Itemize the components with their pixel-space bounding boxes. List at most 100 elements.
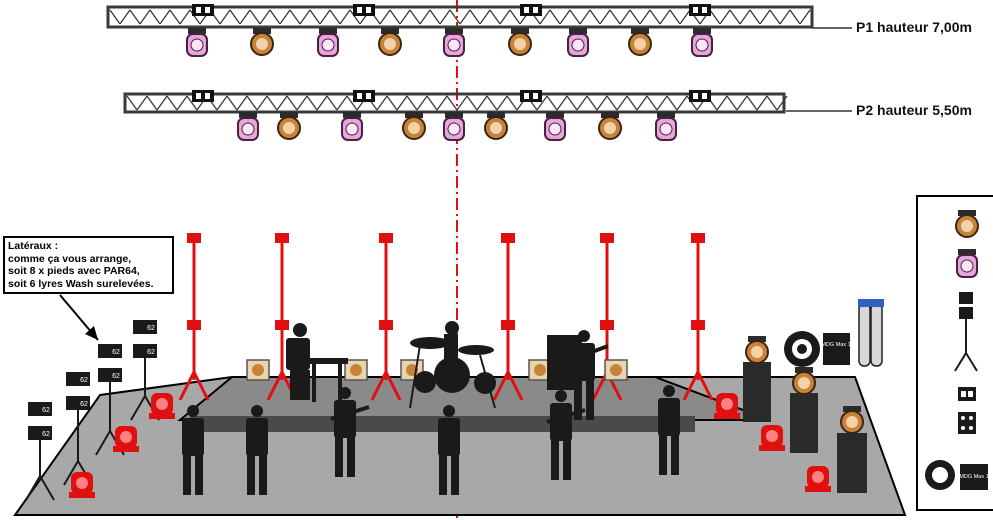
truss-p2-clamp (689, 90, 711, 102)
fan-unit (784, 331, 820, 367)
floor-moving-head (113, 426, 139, 452)
truss-cell (546, 95, 568, 111)
truss-cell (789, 9, 811, 25)
upstage-light-stand (492, 233, 524, 401)
truss-cell (606, 95, 628, 111)
truss-cell (469, 9, 491, 25)
callout-arrow-head (85, 326, 98, 340)
floor-moving-head (714, 393, 740, 419)
floor-moving-head (759, 425, 785, 451)
truss-p1-clamp (192, 4, 214, 16)
p2-spot-fixture (655, 111, 677, 141)
callout-line-4: soit 6 lyres Wash surelevées. (8, 277, 154, 290)
par64-can (98, 344, 122, 358)
truss-p1-clamp (689, 4, 711, 16)
p2-spot-fixture (237, 111, 259, 141)
truss-cell (226, 95, 248, 111)
truss-cell (666, 95, 688, 111)
pedestal-1 (743, 335, 771, 422)
p2-spot-fixture (443, 111, 465, 141)
par64-can (133, 344, 157, 358)
truss-p2-label: P2 hauteur 5,50m (856, 102, 972, 118)
truss-cell (709, 9, 731, 25)
truss-p2-clamp (520, 90, 542, 102)
callout-title: Latéraux : (8, 240, 59, 252)
p1-wash-fixture (508, 27, 532, 56)
truss-cell (129, 9, 151, 25)
quad-outlet-icon (958, 412, 976, 434)
truss-cell (569, 9, 591, 25)
p1-spot-fixture (186, 27, 208, 57)
par64-can-label: 62 (80, 401, 88, 408)
riser-light (604, 359, 628, 381)
truss-cell (246, 95, 268, 111)
guitarist-right (546, 390, 586, 480)
truss-cell (746, 95, 768, 111)
floor-moving-head (149, 393, 175, 419)
truss-cell (269, 9, 291, 25)
p1-spot-fixture (691, 27, 713, 57)
truss-cell (386, 95, 408, 111)
truss-p2-clamp (353, 90, 375, 102)
fog-machine: MDG Max 1 (821, 333, 851, 365)
truss-cell (589, 9, 611, 25)
wash-moving-head-icon (955, 209, 979, 238)
truss-cell (426, 95, 448, 111)
p2-wash-fixture (484, 111, 508, 140)
truss-p1-label: P1 hauteur 7,00m (856, 19, 972, 35)
co2-tanks (858, 299, 884, 367)
par64-can (66, 396, 90, 410)
pedestal-2 (790, 366, 818, 453)
par64-can (98, 368, 122, 382)
spot-moving-head-icon (956, 248, 978, 278)
riser-light (344, 359, 368, 381)
pedestal-3 (837, 405, 867, 493)
truss-cell (309, 9, 331, 25)
truss-cell (286, 95, 308, 111)
par64-can (133, 320, 157, 334)
truss-cell (249, 9, 271, 25)
legend-box: MDG Max 1 (916, 195, 993, 511)
truss-cell (289, 9, 311, 25)
truss-cell (166, 95, 188, 111)
truss-cell (149, 9, 171, 25)
truss-cell (669, 9, 691, 25)
guitarist-left (330, 387, 370, 477)
p1-spot-fixture (443, 27, 465, 57)
lateral-callout: Latéraux : comme ça vous arrange, soit 8… (3, 236, 174, 294)
bass-player (569, 330, 609, 420)
truss-cell (306, 95, 328, 111)
truss-cell (646, 95, 668, 111)
truss-cell (649, 9, 671, 25)
p2-wash-fixture (402, 111, 426, 140)
truss-cell (326, 95, 348, 111)
upstage-light-stand (682, 233, 714, 401)
p2-wash-fixture (598, 111, 622, 140)
keyboard-player (286, 323, 348, 402)
svg-text:MDG Max 1: MDG Max 1 (821, 342, 850, 348)
truss-p1 (106, 5, 814, 29)
truss-cell (489, 9, 511, 25)
truss-cell (549, 9, 571, 25)
p1-spot-fixture (317, 27, 339, 57)
par64-can (28, 426, 52, 440)
callout-line-2: comme ça vous arrange, (8, 252, 132, 265)
truss-cell (449, 9, 471, 25)
floor-moving-head (69, 472, 95, 498)
truss-cell (726, 95, 748, 111)
upstage-light-stand (266, 233, 298, 401)
p1-wash-fixture (628, 27, 652, 56)
p2-spot-fixture (544, 111, 566, 141)
truss-cell (629, 9, 651, 25)
truss-cell (406, 95, 428, 111)
p2-spot-fixture (341, 111, 363, 141)
upstage-light-stand (178, 233, 210, 401)
truss-cell (769, 9, 791, 25)
floor-moving-head (805, 466, 831, 492)
truss-cell (126, 95, 148, 111)
truss-cell (389, 9, 411, 25)
par64-can (66, 372, 90, 386)
truss-cell (109, 9, 131, 25)
